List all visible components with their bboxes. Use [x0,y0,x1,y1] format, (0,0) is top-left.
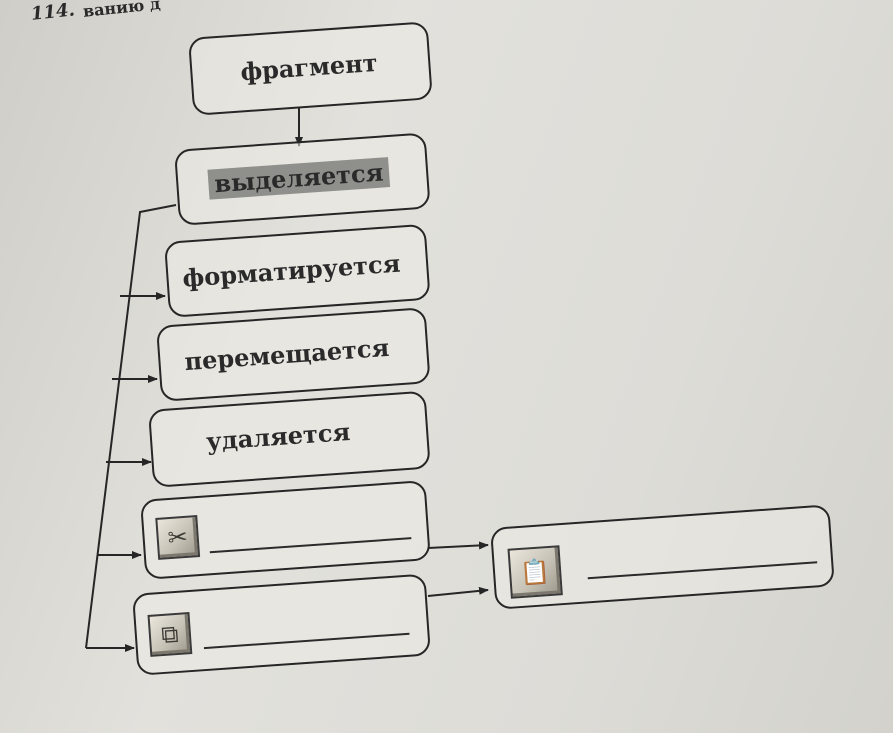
copy-answer-line[interactable] [203,632,410,650]
node-fragment-label: фрагмент [239,47,379,87]
node-moved-label: перемещается [183,332,391,377]
edge-selected-trunk [85,204,177,649]
node-fragment: фрагмент [188,21,433,116]
paste-answer-line[interactable] [587,561,818,580]
scissors-icon: ✂ [155,515,201,560]
cut-answer-line[interactable] [209,537,412,554]
edge-copy-paste [427,586,489,597]
copy-icon: ⧉ [147,612,193,657]
node-selected-label: выделяется [207,157,391,200]
edge-cut-paste [427,541,489,550]
clipboard-paste-icon: 📋 [507,545,563,599]
node-deleted-label: удаляется [205,416,352,456]
node-formatted-label: форматируется [181,248,402,293]
